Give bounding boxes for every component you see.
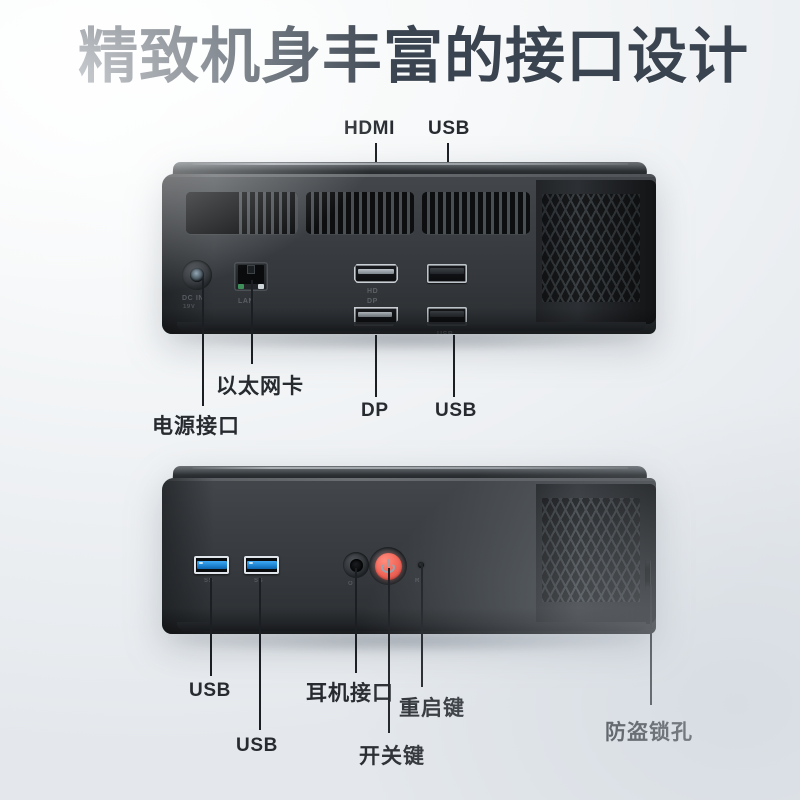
silkscreen-dc-in-line2: 19V (183, 304, 196, 310)
face-top-highlight (162, 174, 656, 177)
callout-label-lock: 防盗锁孔 (605, 721, 693, 744)
rear-face-panel: DC IN 19V LAN HD D (162, 174, 656, 334)
vent-group-3 (422, 192, 530, 234)
leader-line-usb-front-1 (210, 578, 212, 676)
front-face-top-highlight (162, 478, 656, 481)
usb-port-front-2[interactable] (244, 556, 279, 574)
silkscreen-hd: HD (367, 288, 379, 295)
headphone-jack-port[interactable] (343, 552, 369, 578)
ethernet-led-right (258, 284, 264, 289)
rear-side-vent-panel (536, 180, 656, 324)
leader-line-power-switch (388, 568, 390, 733)
lid-highlight (192, 163, 629, 165)
front-face-panel: SS SS O R (162, 478, 656, 634)
leader-line-dp (375, 335, 377, 397)
vent-slats-2 (306, 192, 414, 234)
vent-slats-1 (186, 192, 298, 234)
leader-line-headphone (355, 568, 357, 673)
ethernet-cavity (238, 265, 264, 284)
silkscreen-usb-rear: USB (437, 331, 454, 334)
kensington-lock-slot[interactable] (645, 560, 650, 590)
front-foot-band (176, 622, 647, 631)
vent-slats-3 (422, 192, 530, 234)
power-jack-pin (190, 268, 204, 282)
vent-group-2 (306, 192, 414, 234)
front-lid-highlight (192, 467, 629, 469)
rear-foot-band (176, 322, 647, 331)
headphone-jack-hole (349, 558, 363, 572)
usb-rear-upper-tongue (430, 268, 464, 274)
usb-front-2-tongue (246, 560, 277, 569)
callout-label-usb-front-2: USB (236, 735, 278, 756)
hdmi-tongue (358, 269, 394, 274)
leader-line-ethernet (251, 280, 253, 364)
callout-label-power-switch: 开关键 (359, 745, 425, 768)
leader-line-reset (421, 562, 423, 687)
usb-port-front-1[interactable] (194, 556, 229, 574)
callout-label-headphone: 耳机接口 (306, 682, 394, 705)
silkscreen-reset: R (415, 578, 420, 584)
front-side-vent-panel (536, 484, 656, 624)
leader-line-usb-lower (453, 335, 455, 397)
rear-mesh-shading (536, 180, 656, 324)
vent-group-1 (186, 192, 298, 234)
mini-pc-front-view: SS SS O R (162, 466, 656, 634)
usb-front-1-tongue (196, 560, 227, 569)
callout-label-ethernet: 以太网卡 (216, 375, 304, 398)
ethernet-led-left (238, 284, 244, 289)
hdmi-port[interactable] (354, 264, 398, 283)
usb-rear-lower-tongue (430, 311, 464, 317)
silkscreen-usb-ss-2: SS (254, 578, 263, 584)
usb-port-rear-lower[interactable] (427, 307, 467, 326)
callout-label-usb-lower: USB (435, 400, 477, 421)
silkscreen-headphone: O (348, 581, 354, 587)
ethernet-latch (247, 265, 255, 274)
usb-port-rear-upper[interactable] (427, 264, 467, 283)
callout-label-power-jack: 电源接口 (152, 415, 240, 438)
silkscreen-dp: DP (367, 298, 378, 305)
power-jack-port[interactable] (182, 260, 212, 290)
callout-label-reset: 重启键 (399, 697, 465, 720)
displayport-port[interactable] (354, 307, 398, 326)
rear-mesh-vent (542, 194, 640, 302)
displayport-tongue (358, 312, 392, 317)
callout-label-dp: DP (361, 400, 389, 421)
power-icon (381, 559, 395, 573)
ethernet-port[interactable] (234, 262, 268, 291)
silkscreen-usb-ss-1: SS (204, 578, 214, 584)
front-mesh-vent (542, 498, 640, 602)
leader-line-lock (650, 585, 652, 705)
silkscreen-lan: LAN (238, 298, 255, 305)
callout-label-usb-front-1: USB (189, 680, 231, 701)
silkscreen-dc-in-line1: DC IN (182, 295, 205, 302)
callout-label-usb-top: USB (428, 118, 470, 139)
front-mesh-shading (536, 484, 656, 624)
page-title: 精致机身丰富的接口设计 (78, 23, 749, 90)
mini-pc-rear-view: DC IN 19V LAN HD D (162, 162, 656, 334)
callout-label-hdmi: HDMI (344, 118, 395, 139)
leader-line-usb-front-2 (259, 578, 261, 730)
leader-line-power-jack (202, 278, 204, 406)
